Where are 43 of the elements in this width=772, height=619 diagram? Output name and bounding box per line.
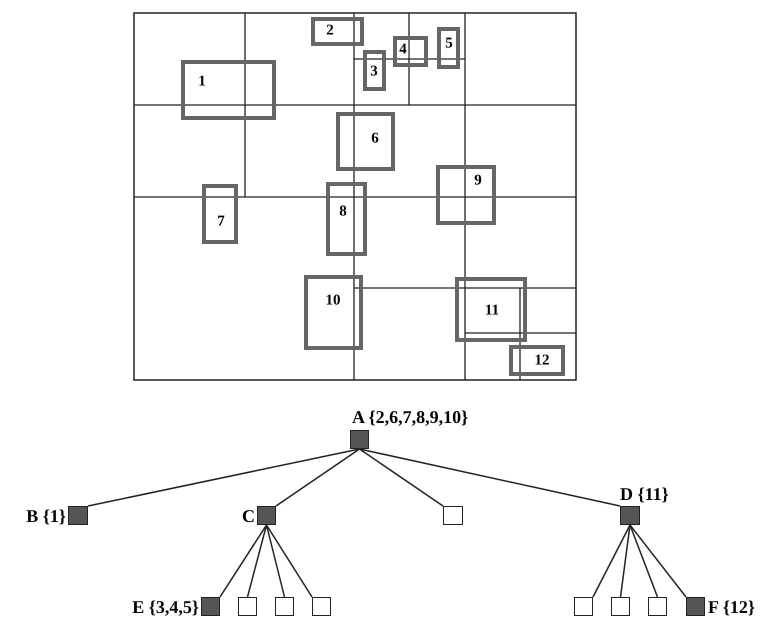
empty-tree-node bbox=[574, 597, 593, 616]
numbered-rectangle bbox=[455, 277, 527, 342]
node-label: B {1} bbox=[26, 505, 66, 527]
tree-branch-line bbox=[88, 448, 360, 507]
tree-branch-line bbox=[219, 524, 268, 598]
tree-branch-line bbox=[276, 448, 360, 507]
numbered-rectangle bbox=[509, 345, 565, 376]
numbered-rectangle bbox=[304, 275, 363, 350]
tree-branch-line bbox=[359, 448, 444, 507]
numbered-rectangle bbox=[436, 165, 496, 225]
tree-branch-line bbox=[359, 448, 620, 507]
numbered-rectangle bbox=[326, 182, 367, 256]
numbered-rectangle bbox=[311, 17, 364, 46]
node-label: F {12} bbox=[708, 596, 756, 618]
filled-tree-node bbox=[68, 506, 88, 525]
filled-tree-node bbox=[686, 597, 705, 616]
tree-branch-line bbox=[266, 524, 286, 598]
numbered-rectangle bbox=[202, 184, 238, 244]
filled-tree-node bbox=[350, 430, 369, 449]
tree-branch-line bbox=[629, 524, 687, 598]
tree-branch-line bbox=[246, 524, 268, 598]
tree-branch-line bbox=[592, 524, 631, 598]
node-label: A {2,6,7,8,9,10} bbox=[352, 406, 468, 428]
filled-tree-node bbox=[257, 506, 276, 525]
empty-tree-node bbox=[312, 597, 331, 616]
numbered-rectangle bbox=[336, 112, 395, 171]
node-label: D {11} bbox=[620, 483, 669, 505]
filled-tree-node bbox=[620, 506, 640, 525]
empty-tree-node bbox=[648, 597, 667, 616]
numbered-rectangle bbox=[363, 50, 386, 91]
empty-tree-node bbox=[443, 506, 463, 525]
numbered-rectangle bbox=[393, 36, 428, 67]
node-label: C bbox=[242, 505, 255, 527]
tree-branch-line bbox=[629, 524, 658, 598]
node-label: E {3,4,5} bbox=[132, 596, 199, 618]
numbered-rectangle bbox=[181, 60, 276, 120]
empty-tree-node bbox=[275, 597, 294, 616]
tree-branch-line bbox=[266, 524, 313, 598]
filled-tree-node bbox=[201, 597, 220, 616]
tree-branch-line bbox=[620, 524, 631, 598]
empty-tree-node bbox=[611, 597, 630, 616]
empty-tree-node bbox=[238, 597, 257, 616]
numbered-rectangle bbox=[437, 27, 460, 69]
